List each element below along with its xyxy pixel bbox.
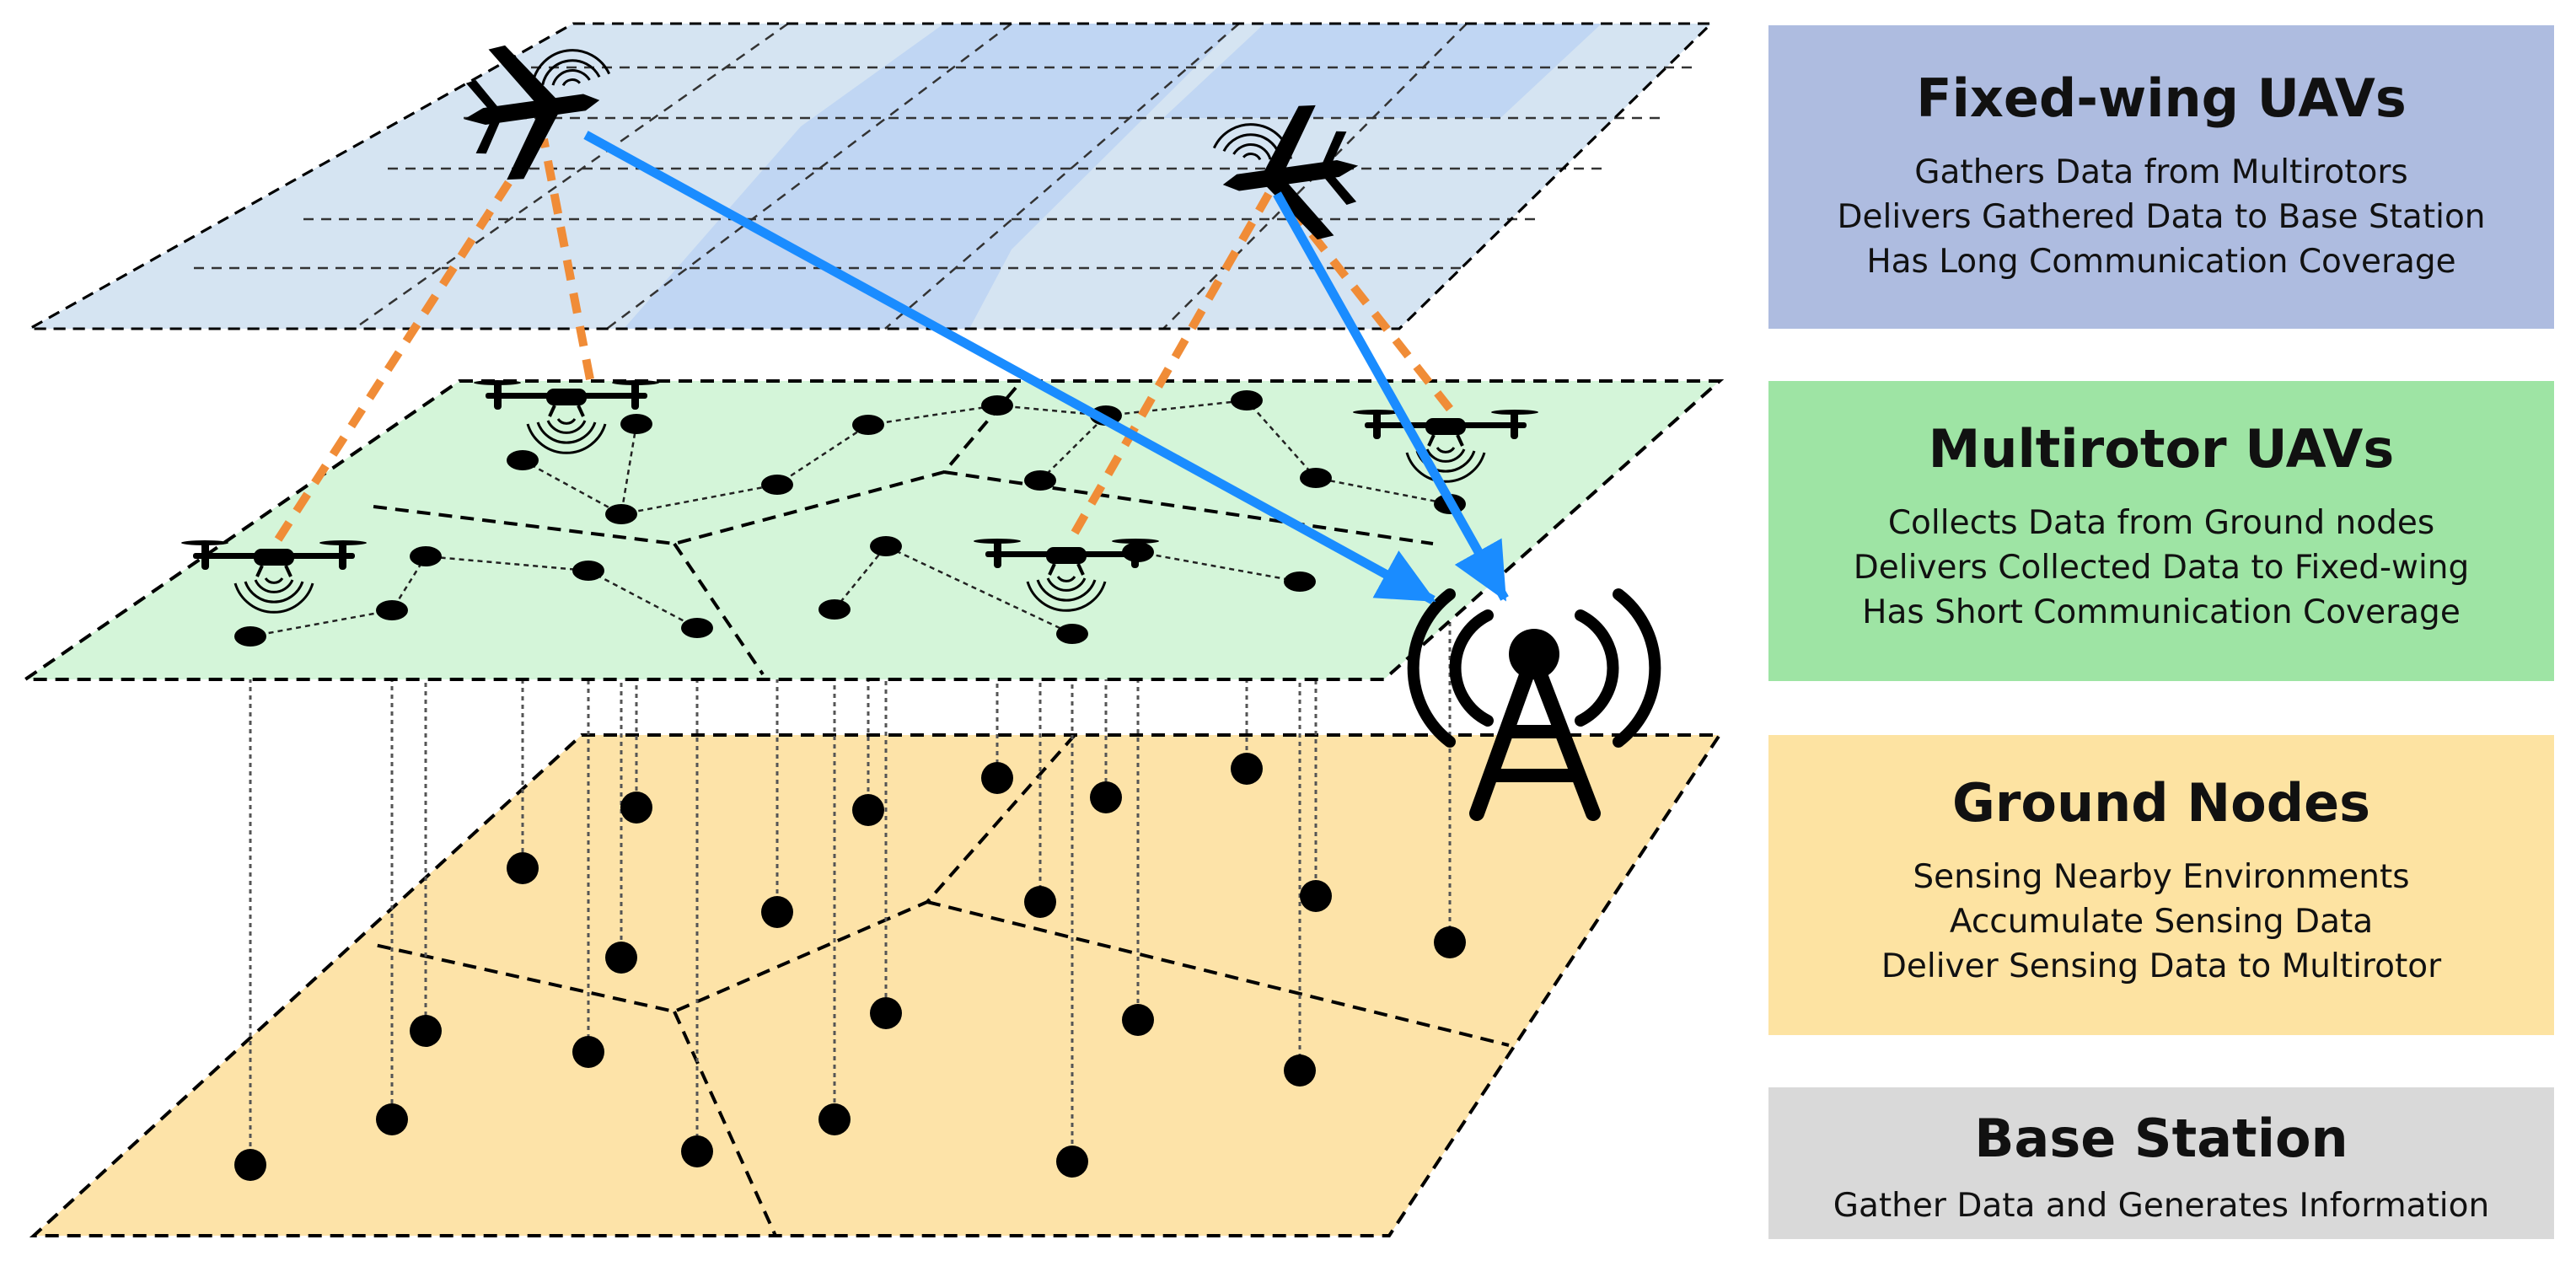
coverage-highlight	[1163, 24, 1602, 118]
ground-legend-title: Ground Nodes	[1951, 772, 2371, 834]
multirotor-legend-line: Has Short Communication Coverage	[1862, 593, 2461, 631]
ground-node	[870, 997, 902, 1029]
layer-node	[234, 626, 266, 647]
ground-node	[852, 794, 884, 826]
multirotor-to-fixed-wing-links	[274, 132, 1453, 542]
layer-node	[605, 504, 637, 524]
multirotor-legend-panel: Multirotor UAVs Collects Data from Groun…	[1768, 381, 2554, 681]
ground-legend-line: Deliver Sensing Data to Multirotor	[1881, 947, 2442, 985]
ground-legend-line: Accumulate Sensing Data	[1949, 903, 2374, 941]
ground-nodes	[234, 753, 1466, 1181]
fixed-wing-legend-line: Delivers Gathered Data to Base Station	[1837, 198, 2486, 236]
ground-node	[1300, 880, 1332, 912]
multirotor-cluster-boundaries	[366, 386, 1434, 676]
layer-node	[981, 395, 1013, 416]
ground-node	[620, 791, 652, 824]
layer-node	[1024, 470, 1056, 491]
layer-node	[852, 415, 884, 435]
ground-node	[1122, 1004, 1154, 1036]
radio-tower-icon	[1407, 588, 1661, 821]
fixed-wing-legend-panel: Fixed-wing UAVs Gathers Data from Multir…	[1768, 25, 2554, 329]
multirotor-legend-line: Delivers Collected Data to Fixed-wing	[1853, 549, 2470, 587]
multirotor-layer	[19, 379, 1725, 681]
layer-node	[1284, 571, 1316, 592]
ground-node	[981, 762, 1013, 794]
network-diagram	[19, 22, 1725, 1237]
ground-plane	[29, 733, 1723, 1237]
base-station-legend-title: Base Station	[1974, 1108, 2348, 1169]
fixed-to-base-arrow	[583, 131, 1436, 604]
ground-node	[818, 1103, 851, 1135]
layer-node	[818, 599, 851, 620]
base-station-legend-line: Gather Data and Generates Information	[1833, 1187, 2490, 1225]
layer-node	[572, 561, 604, 581]
fixed-wing-legend-line: Gathers Data from Multirotors	[1914, 153, 2408, 191]
ground-node	[234, 1149, 266, 1181]
ground-node	[1231, 753, 1263, 785]
ground-node	[1434, 926, 1466, 958]
layer-node	[376, 600, 408, 620]
multirotor-legend-line: Collects Data from Ground nodes	[1887, 504, 2435, 542]
ground-node	[681, 1135, 713, 1167]
base-station-legend-panel: Base Station Gather Data and Generates I…	[1768, 1087, 2554, 1239]
layer-node	[1056, 624, 1088, 644]
ground-node	[605, 942, 637, 974]
fixed-wing-legend-title: Fixed-wing UAVs	[1916, 67, 2407, 129]
fixed-wing-legend-line: Has Long Communication Coverage	[1866, 243, 2456, 281]
layer-node	[870, 536, 902, 556]
ground-node	[761, 896, 793, 928]
ground-node	[507, 852, 539, 884]
ground-layer	[29, 733, 1723, 1237]
ground-legend-line: Sensing Nearby Environments	[1913, 858, 2410, 896]
layer-node	[1231, 390, 1263, 410]
ground-node	[1056, 1146, 1088, 1178]
multirotor-legend-title: Multirotor UAVs	[1928, 418, 2395, 480]
layer-node	[507, 450, 539, 470]
layer-node	[761, 475, 793, 495]
fixed-wing-layer	[24, 22, 1715, 330]
ground-node	[410, 1015, 442, 1047]
base-station	[1407, 588, 1661, 821]
layer-node	[410, 546, 442, 566]
ground-node	[376, 1103, 408, 1135]
ground-cluster-boundaries	[370, 733, 1510, 1237]
ground-node	[1090, 781, 1122, 813]
ground-legend-panel: Ground Nodes Sensing Nearby Environments…	[1768, 735, 2554, 1035]
fixed-wing-to-base-links	[583, 131, 1509, 604]
layer-node	[681, 618, 713, 638]
layer-node	[620, 414, 652, 434]
coverage-highlight	[624, 24, 1239, 329]
fixed-to-base-arrow	[1273, 191, 1509, 602]
ground-node	[1284, 1054, 1316, 1087]
layer-node	[1300, 468, 1332, 488]
ground-node	[572, 1036, 604, 1068]
ground-node	[1024, 886, 1056, 918]
